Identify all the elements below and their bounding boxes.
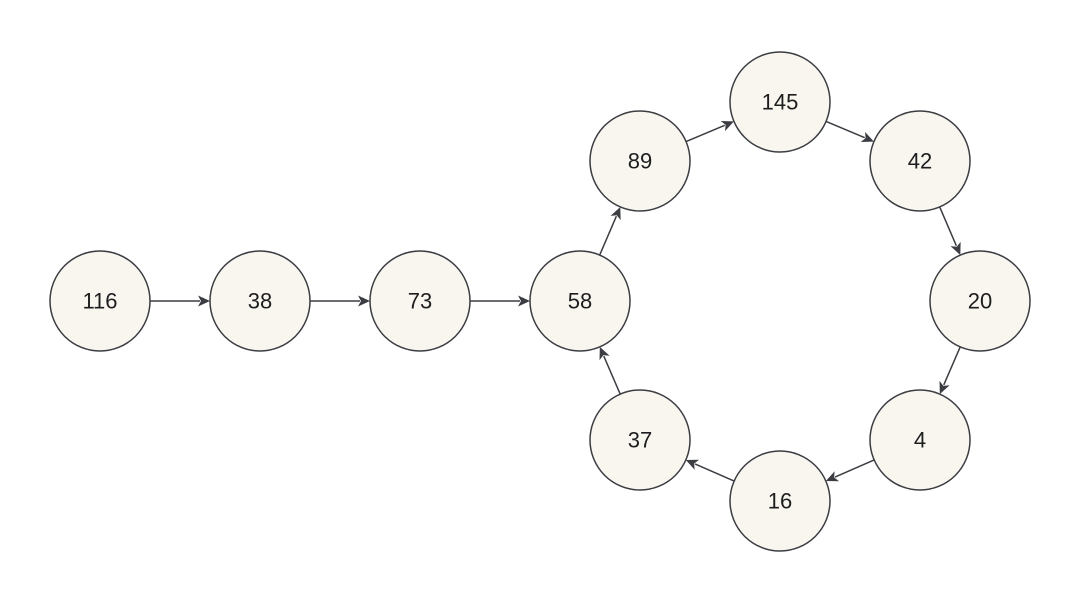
node-circle — [49, 250, 151, 352]
arrowhead — [950, 241, 961, 256]
node-145: 145 — [729, 51, 831, 153]
edge-line — [685, 124, 726, 143]
edge-58-to-89 — [599, 206, 621, 256]
arrowhead — [720, 121, 734, 132]
node-circle — [729, 51, 831, 153]
arrowhead — [860, 131, 874, 142]
edge-20-to-4 — [939, 346, 961, 395]
node-73: 73 — [369, 250, 471, 352]
edge-line — [834, 459, 875, 478]
arrowhead — [358, 295, 370, 307]
edge-37-to-58 — [599, 346, 621, 395]
node-label: 73 — [408, 289, 432, 314]
arrowhead — [198, 295, 210, 307]
node-label: 20 — [968, 289, 992, 314]
edge-42-to-20 — [939, 206, 961, 256]
edge-line — [694, 463, 735, 482]
node-label: 116 — [82, 289, 117, 314]
node-116: 116 — [49, 250, 151, 352]
node-circle — [729, 450, 831, 552]
node-label: 4 — [914, 428, 926, 453]
edge-4-to-16 — [825, 459, 875, 482]
node-label: 145 — [762, 90, 799, 115]
arrowhead — [825, 471, 840, 482]
edge-145-to-42 — [825, 120, 874, 142]
edge-line — [825, 120, 866, 139]
node-circle — [589, 389, 691, 491]
node-4: 4 — [869, 389, 971, 491]
node-37: 37 — [589, 389, 691, 491]
edge-line — [939, 206, 958, 247]
edges — [150, 120, 961, 482]
arrowhead — [599, 346, 610, 361]
node-label: 16 — [768, 489, 792, 514]
node-20: 20 — [929, 250, 1031, 352]
edge-line — [599, 215, 618, 256]
arrowhead — [685, 459, 700, 470]
node-label: 38 — [248, 289, 272, 314]
node-58: 58 — [529, 250, 631, 352]
node-label: 58 — [568, 289, 592, 314]
edge-line — [603, 355, 621, 395]
edge-38-to-73 — [310, 295, 370, 307]
edge-line — [943, 346, 961, 386]
edge-73-to-58 — [470, 295, 530, 307]
node-16: 16 — [729, 450, 831, 552]
arrowhead — [610, 206, 621, 221]
edge-89-to-145 — [685, 121, 734, 143]
arrowhead — [518, 295, 530, 307]
edge-16-to-37 — [685, 459, 735, 482]
arrowhead — [939, 380, 950, 395]
node-circle — [869, 110, 971, 212]
node-circle — [209, 250, 311, 352]
node-label: 89 — [628, 149, 652, 174]
edge-116-to-38 — [150, 295, 210, 307]
node-circle — [929, 250, 1031, 352]
node-42: 42 — [869, 110, 971, 212]
node-89: 89 — [589, 110, 691, 212]
node-circle — [529, 250, 631, 352]
nodes: 116 38 73 58 89 145 42 20 4 16 37 — [49, 51, 1031, 552]
node-label: 42 — [908, 149, 932, 174]
node-label: 37 — [628, 428, 652, 453]
node-38: 38 — [209, 250, 311, 352]
node-circle — [869, 389, 971, 491]
node-circle — [589, 110, 691, 212]
node-circle — [369, 250, 471, 352]
